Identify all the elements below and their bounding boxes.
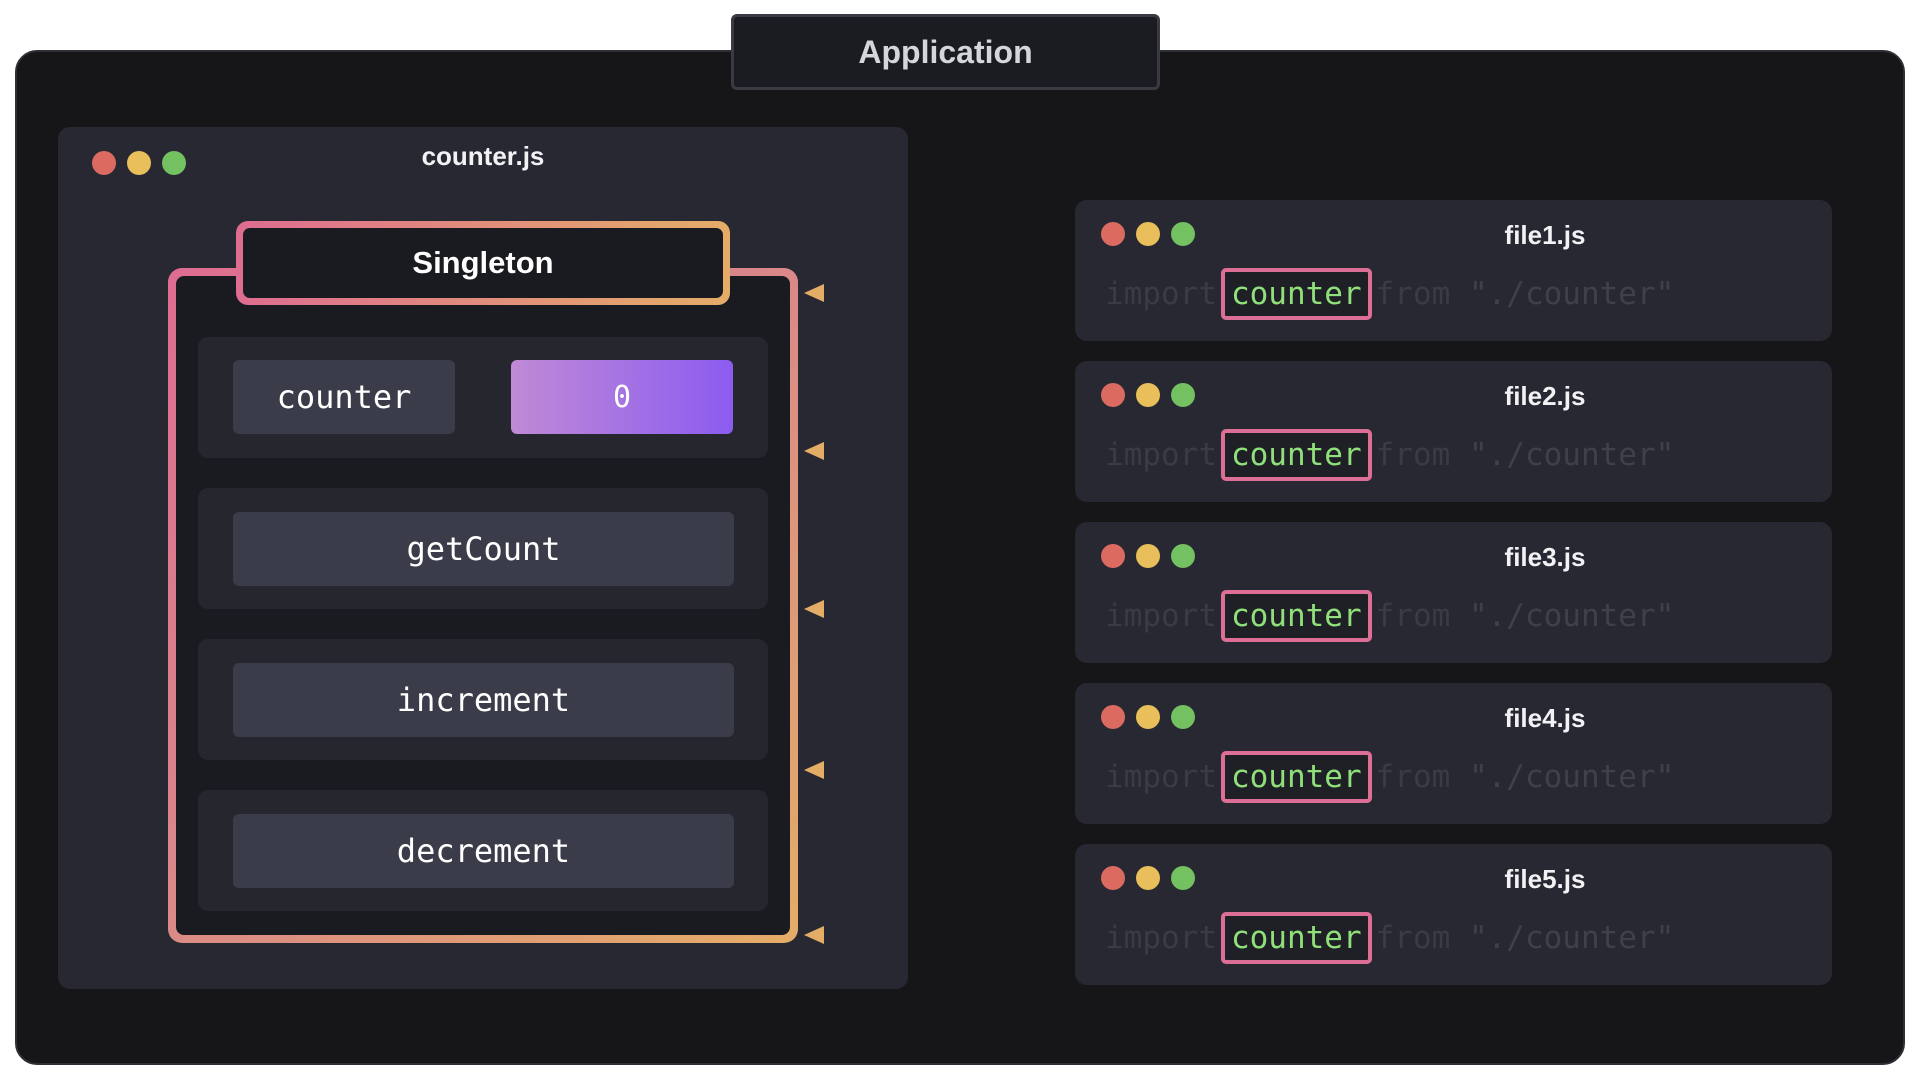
window-title: file1.js xyxy=(1504,220,1586,250)
file1-window: file1.js import counter from "./counter" xyxy=(1075,200,1832,341)
import-keyword: import xyxy=(1105,437,1217,473)
maximize-dot-icon xyxy=(162,151,186,175)
window-title: file4.js xyxy=(1504,703,1586,733)
method-decrement: decrement xyxy=(233,814,734,888)
close-dot-icon xyxy=(1101,866,1125,890)
maximize-dot-icon xyxy=(1171,383,1195,407)
from-keyword: from xyxy=(1375,437,1451,473)
method-row: getCount xyxy=(198,488,768,609)
minimize-dot-icon xyxy=(1136,544,1160,568)
window-title: file5.js xyxy=(1504,864,1586,894)
maximize-dot-icon xyxy=(1171,544,1195,568)
close-dot-icon xyxy=(1101,705,1125,729)
imported-counter: counter xyxy=(1220,912,1372,964)
singleton-title: Singleton xyxy=(243,228,723,298)
counter-value: 0 xyxy=(511,360,733,434)
close-dot-icon xyxy=(1101,544,1125,568)
from-keyword: from xyxy=(1375,598,1451,634)
arrowhead-icon xyxy=(804,442,824,460)
application-title: Application xyxy=(731,14,1160,90)
imported-counter: counter xyxy=(1220,590,1372,642)
module-path: "./counter" xyxy=(1468,276,1675,312)
import-keyword: import xyxy=(1105,598,1217,634)
arrowhead-icon xyxy=(804,600,824,618)
window-title: file3.js xyxy=(1504,542,1586,572)
import-statement: import counter from "./counter" xyxy=(1105,429,1674,481)
method-increment: increment xyxy=(233,663,734,737)
method-row: decrement xyxy=(198,790,768,911)
minimize-dot-icon xyxy=(1136,866,1160,890)
import-statement: import counter from "./counter" xyxy=(1105,912,1674,964)
counter-property-label: counter xyxy=(233,360,455,434)
window-title: file2.js xyxy=(1504,381,1586,411)
arrowhead-icon xyxy=(804,761,824,779)
module-path: "./counter" xyxy=(1468,437,1675,473)
import-statement: import counter from "./counter" xyxy=(1105,268,1674,320)
window-controls xyxy=(1101,383,1195,407)
file3-window: file3.js import counter from "./counter" xyxy=(1075,522,1832,663)
maximize-dot-icon xyxy=(1171,866,1195,890)
window-controls xyxy=(1101,866,1195,890)
close-dot-icon xyxy=(1101,222,1125,246)
file5-window: file5.js import counter from "./counter" xyxy=(1075,844,1832,985)
minimize-dot-icon xyxy=(1136,383,1160,407)
minimize-dot-icon xyxy=(127,151,151,175)
window-controls xyxy=(1101,705,1195,729)
close-dot-icon xyxy=(1101,383,1125,407)
window-title: counter.js xyxy=(421,141,545,171)
import-statement: import counter from "./counter" xyxy=(1105,751,1674,803)
import-statement: import counter from "./counter" xyxy=(1105,590,1674,642)
module-path: "./counter" xyxy=(1468,759,1675,795)
minimize-dot-icon xyxy=(1136,705,1160,729)
window-controls xyxy=(1101,544,1195,568)
method-row: increment xyxy=(198,639,768,760)
from-keyword: from xyxy=(1375,920,1451,956)
imported-counter: counter xyxy=(1220,268,1372,320)
window-controls xyxy=(92,151,186,175)
from-keyword: from xyxy=(1375,759,1451,795)
window-controls xyxy=(1101,222,1195,246)
module-path: "./counter" xyxy=(1468,598,1675,634)
arrowhead-icon xyxy=(804,284,824,302)
arrow-file4 xyxy=(804,761,1222,779)
arrow-file5 xyxy=(804,926,1222,944)
singleton-header: Singleton xyxy=(236,221,730,305)
maximize-dot-icon xyxy=(1171,222,1195,246)
arrow-file1 xyxy=(804,284,1222,302)
maximize-dot-icon xyxy=(1171,705,1195,729)
arrow-file3 xyxy=(804,600,1222,618)
imported-counter: counter xyxy=(1220,429,1372,481)
method-getcount: getCount xyxy=(233,512,734,586)
counter-property-row: counter 0 xyxy=(198,337,768,458)
file4-window: file4.js import counter from "./counter" xyxy=(1075,683,1832,824)
module-path: "./counter" xyxy=(1468,920,1675,956)
minimize-dot-icon xyxy=(1136,222,1160,246)
from-keyword: from xyxy=(1375,276,1451,312)
imported-counter: counter xyxy=(1220,751,1372,803)
file2-window: file2.js import counter from "./counter" xyxy=(1075,361,1832,502)
arrow-file2 xyxy=(804,442,1222,460)
import-keyword: import xyxy=(1105,759,1217,795)
import-keyword: import xyxy=(1105,920,1217,956)
close-dot-icon xyxy=(92,151,116,175)
arrowhead-icon xyxy=(804,926,824,944)
